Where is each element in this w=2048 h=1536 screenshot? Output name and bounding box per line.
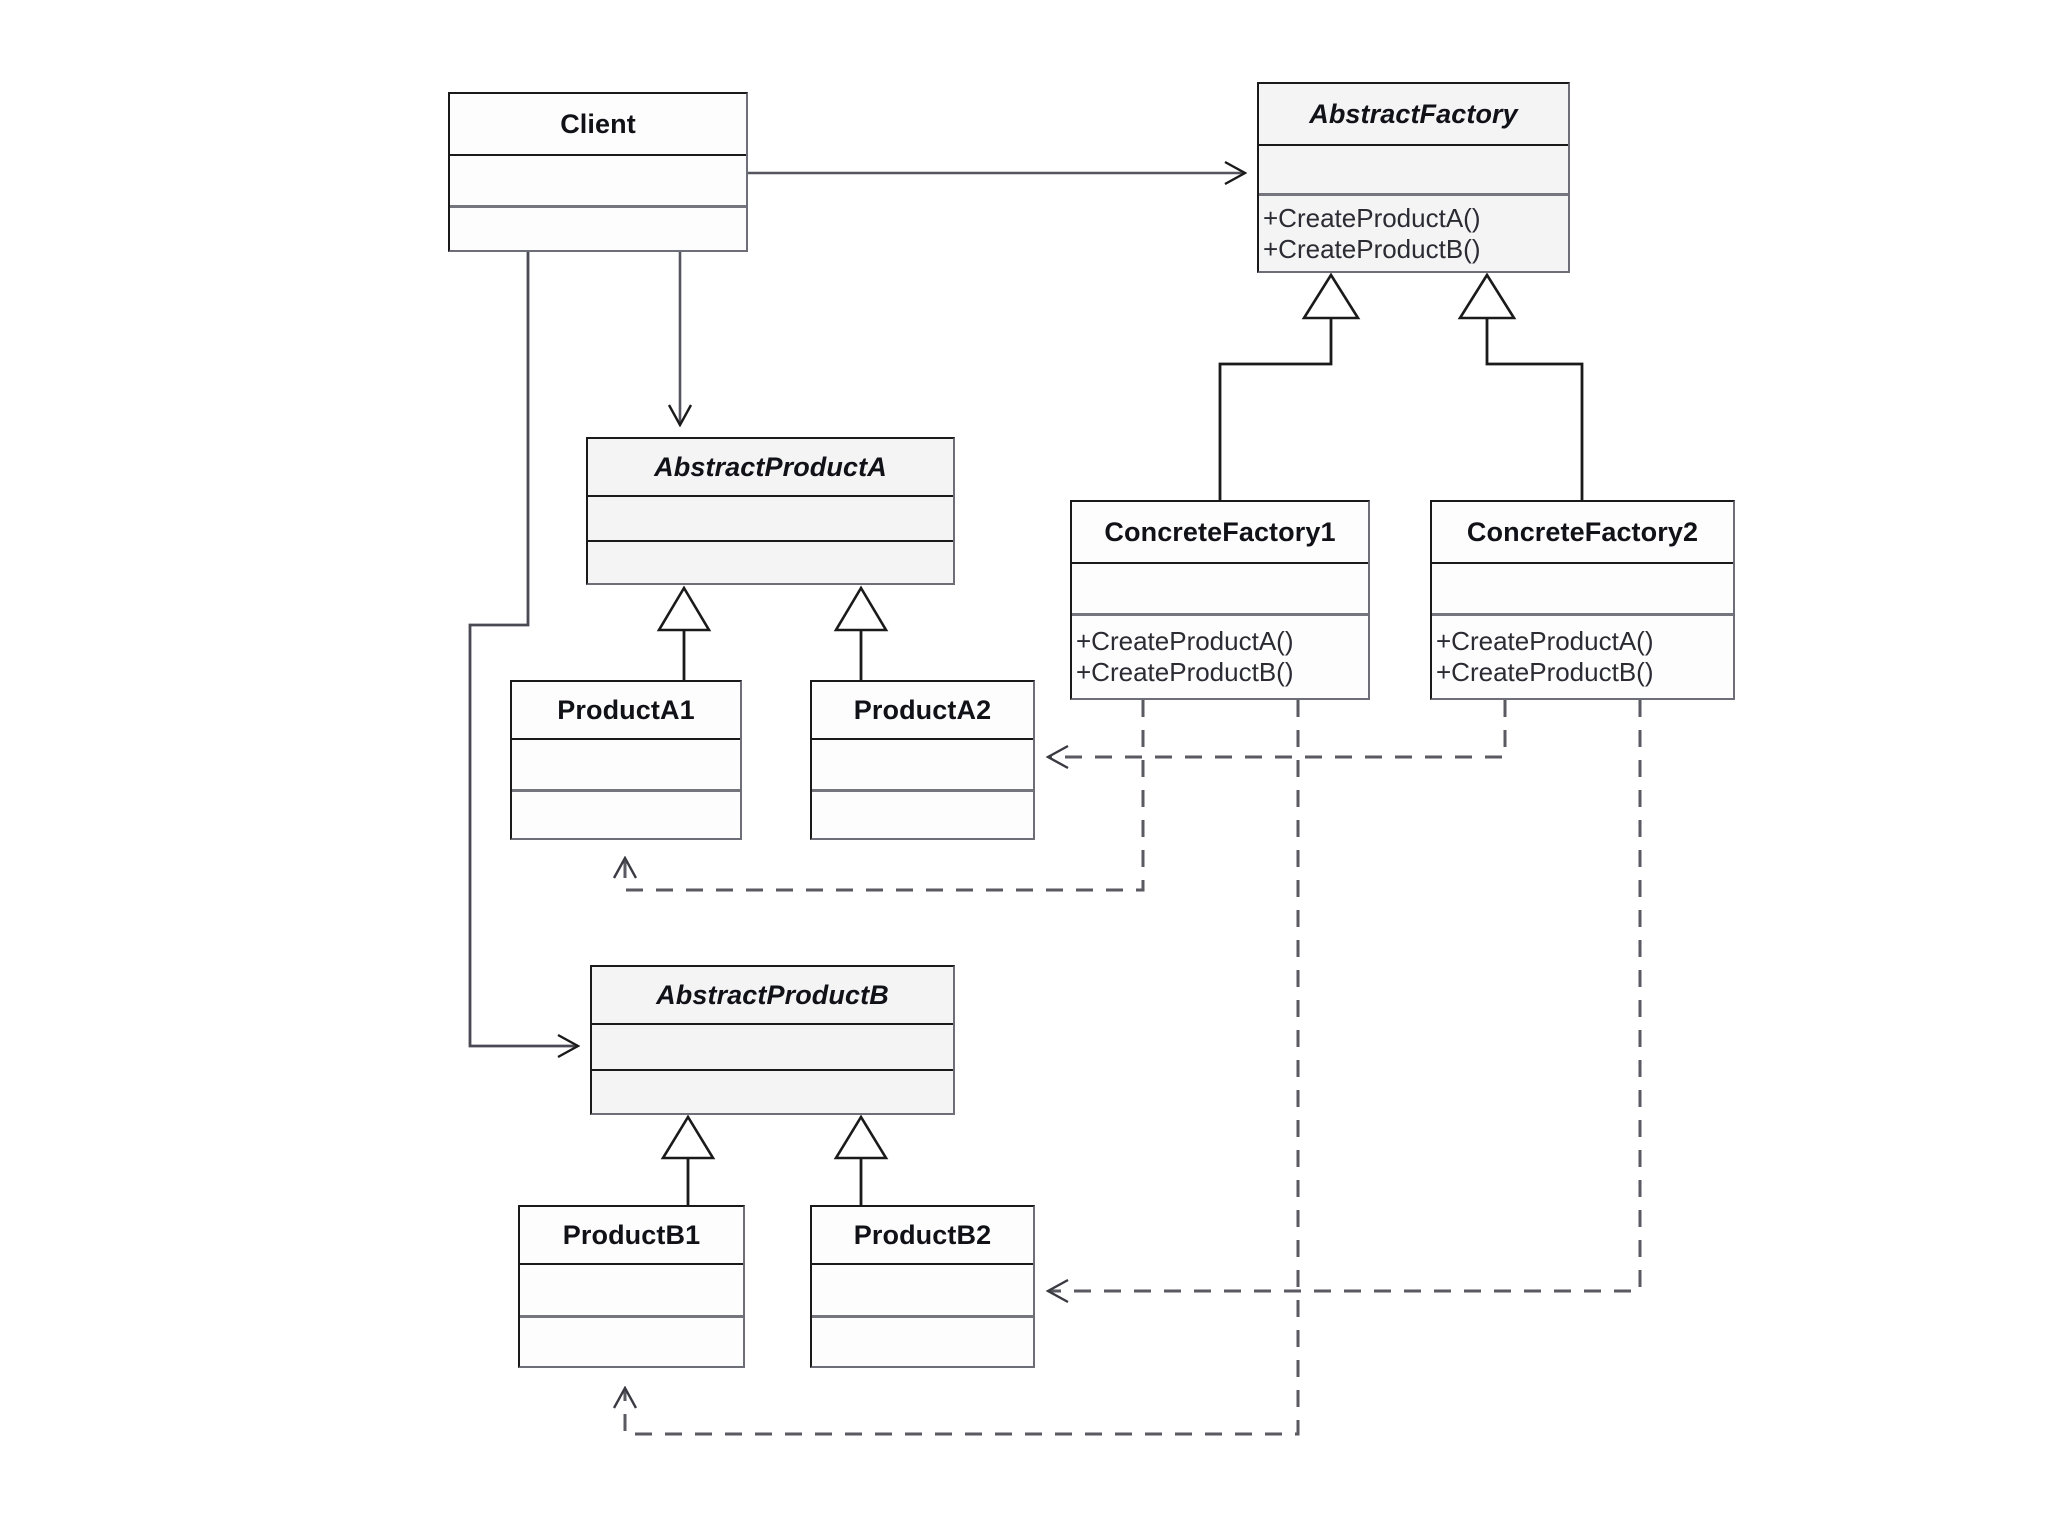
class-name-compartment: ConcreteFactory2 (1432, 502, 1733, 564)
class-operations-compartment: +CreateProductA() +CreateProductB() (1259, 196, 1568, 271)
operation-item: +CreateProductA() (1076, 626, 1294, 657)
class-box-product-a1[interactable]: ProductA1 (510, 680, 742, 840)
class-title: ConcreteFactory1 (1104, 516, 1336, 547)
class-attributes-compartment (1259, 146, 1568, 196)
class-name-compartment: AbstractProductB (592, 967, 953, 1025)
operation-item: +CreateProductA() (1436, 626, 1654, 657)
edge-client-to-abstractproductb (468, 252, 578, 1046)
class-attributes-compartment (520, 1265, 743, 1318)
class-name-compartment: AbstractFactory (1259, 84, 1568, 146)
class-name-compartment: ProductA2 (812, 682, 1033, 740)
class-box-concrete-factory-2[interactable]: ConcreteFactory2 +CreateProductA() +Crea… (1430, 500, 1735, 700)
class-operations-compartment: +CreateProductA() +CreateProductB() (1432, 616, 1733, 698)
class-attributes-compartment (812, 740, 1033, 792)
class-name-compartment: ProductB1 (520, 1207, 743, 1265)
class-title: ProductA2 (853, 694, 992, 725)
class-name-compartment: Client (450, 94, 746, 156)
class-attributes-compartment (450, 156, 746, 208)
class-box-concrete-factory-1[interactable]: ConcreteFactory1 +CreateProductA() +Crea… (1070, 500, 1370, 700)
class-box-abstract-product-b[interactable]: AbstractProductB (590, 965, 955, 1115)
class-name-compartment: AbstractProductA (588, 439, 953, 497)
class-name-compartment: ProductA1 (512, 682, 740, 740)
class-operations-compartment (450, 208, 746, 250)
class-title: AbstractProductB (656, 979, 889, 1010)
class-operations-compartment (592, 1071, 953, 1113)
class-operations-compartment: +CreateProductA() +CreateProductB() (1072, 616, 1368, 698)
class-box-abstract-product-a[interactable]: AbstractProductA (586, 437, 955, 585)
class-title: ProductA1 (557, 694, 695, 725)
class-attributes-compartment (512, 740, 740, 792)
edge-producta1-to-abstractproducta (656, 585, 712, 680)
class-attributes-compartment (1072, 564, 1368, 616)
operation-item: +CreateProductB() (1436, 657, 1654, 687)
class-title: ProductB2 (853, 1219, 992, 1250)
class-operations-compartment (812, 792, 1033, 838)
class-title: AbstractFactory (1309, 98, 1518, 129)
class-box-client[interactable]: Client (448, 92, 748, 252)
operation-item: +CreateProductA() (1263, 202, 1481, 233)
class-attributes-compartment (588, 497, 953, 542)
class-title: AbstractProductA (654, 451, 887, 482)
edge-producta2-to-abstractproducta (833, 585, 889, 680)
class-title: ProductB1 (562, 1219, 701, 1250)
class-name-compartment: ProductB2 (812, 1207, 1033, 1265)
edge-productb1-to-abstractproductb (660, 1114, 716, 1205)
class-attributes-compartment (1432, 564, 1733, 616)
class-name-compartment: ConcreteFactory1 (1072, 502, 1368, 564)
class-operations-compartment (512, 792, 740, 838)
operation-item: +CreateProductB() (1076, 657, 1294, 687)
edge-concretefactory2-to-productb2 (1048, 700, 1642, 1291)
edge-productb2-to-abstractproductb (833, 1114, 889, 1205)
class-title: Client (560, 108, 636, 139)
edge-concretefactory2-to-producta2 (1048, 700, 1507, 757)
class-operations-compartment (588, 542, 953, 583)
class-operations-compartment (520, 1318, 743, 1366)
class-box-product-b1[interactable]: ProductB1 (518, 1205, 745, 1368)
class-box-product-b2[interactable]: ProductB2 (810, 1205, 1035, 1368)
class-title: ConcreteFactory2 (1466, 516, 1699, 547)
operation-item: +CreateProductB() (1263, 233, 1481, 264)
class-operations-compartment (812, 1318, 1033, 1366)
class-box-product-a2[interactable]: ProductA2 (810, 680, 1035, 840)
class-attributes-compartment (812, 1265, 1033, 1318)
class-box-abstract-factory[interactable]: AbstractFactory +CreateProductA() +Creat… (1257, 82, 1570, 273)
class-attributes-compartment (592, 1025, 953, 1071)
